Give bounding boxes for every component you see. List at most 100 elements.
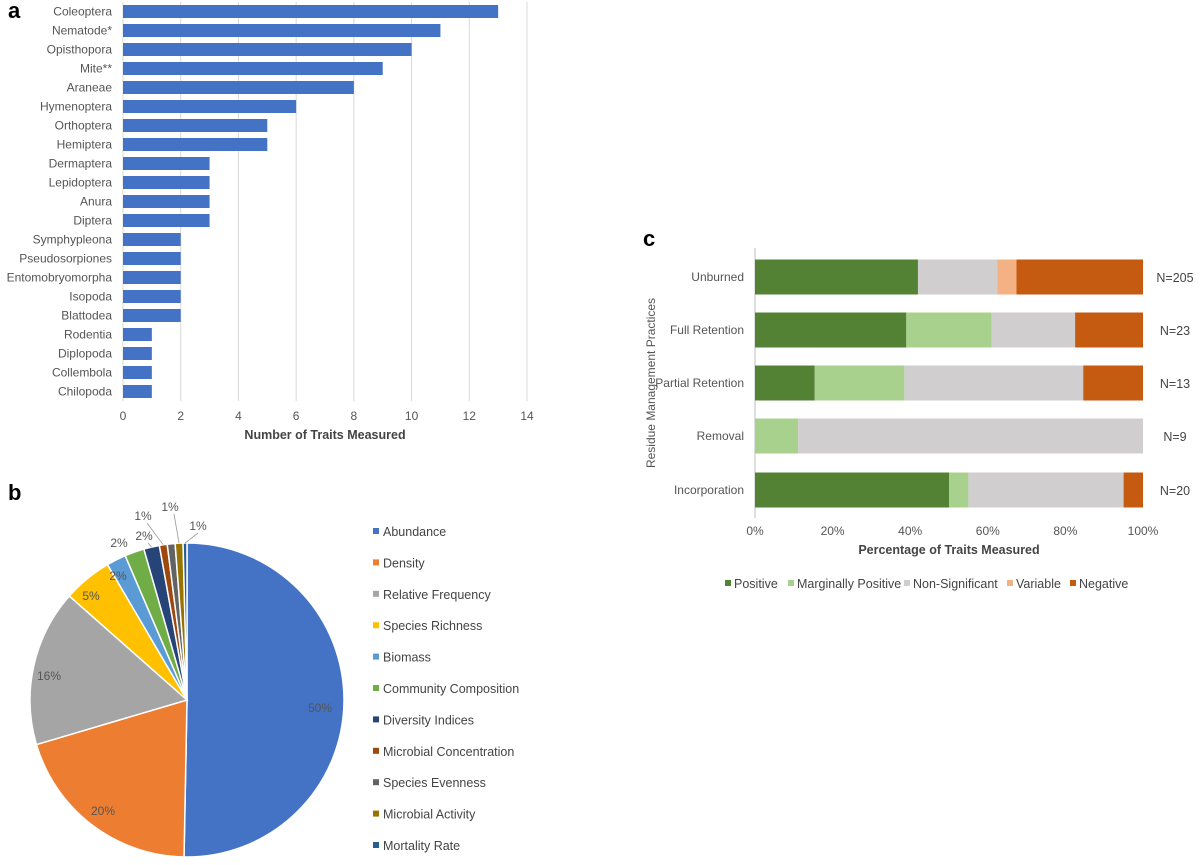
legend-item-community-composition: Community Composition xyxy=(383,682,519,696)
panel-c-segment-incorporation-negative xyxy=(1123,472,1143,508)
panel-c-segment-full-retention-negative xyxy=(1075,312,1143,348)
panel-c-x-tick-label: 80% xyxy=(1053,524,1077,538)
panel-c-segment-unburned-variable xyxy=(997,259,1017,295)
panel-a-category-label: Araneae xyxy=(67,81,113,95)
panel-a-category-label: Diptera xyxy=(73,214,112,228)
pie-percent-label: 5% xyxy=(82,589,100,603)
panel-a-category-label: Coleoptera xyxy=(53,5,112,19)
panel-c-legend-swatch xyxy=(788,580,794,586)
legend-item-diversity-indices: Diversity Indices xyxy=(383,713,474,727)
pie-slice-density xyxy=(35,698,188,858)
pie-percent-label: 2% xyxy=(135,529,153,543)
panel-a-category-label: Rodentia xyxy=(64,328,112,342)
panel-letter-a: a xyxy=(8,0,21,23)
panel-a-bar-dermaptera xyxy=(123,157,210,170)
panel-a-category-label: Hymenoptera xyxy=(40,100,112,114)
panel-a-bar-chilopoda xyxy=(123,385,152,398)
panel-c-category-label: Partial Retention xyxy=(655,376,744,390)
panel-c-legend-negative: Negative xyxy=(1079,577,1128,591)
panel-c-segment-incorporation-non-significant xyxy=(968,472,1124,508)
panel-c-segment-incorporation-positive xyxy=(755,472,949,508)
panel-a-category-label: Entomobryomorpha xyxy=(7,271,113,285)
pie-leader-line xyxy=(173,513,180,544)
pie-percent-label: 50% xyxy=(308,701,332,715)
panel-a-bar-entomobryomorpha xyxy=(123,271,181,284)
panel-a-category-label: Hemiptera xyxy=(57,138,113,152)
panel-a-bar-blattodea xyxy=(123,309,181,322)
legend-swatch xyxy=(373,590,379,597)
panel-c-x-tick-label: 40% xyxy=(898,524,922,538)
pie-percent-label: 2% xyxy=(110,536,128,550)
panel-a-bar-coleoptera xyxy=(123,5,499,18)
panel-c-n-label: N=23 xyxy=(1160,324,1190,338)
panel-a-bar-nematode xyxy=(123,24,441,37)
panel-c-n-label: N=9 xyxy=(1163,430,1186,444)
legend-swatch xyxy=(373,528,379,534)
panel-letter-c: c xyxy=(643,226,655,251)
legend-swatch xyxy=(373,779,379,786)
panel-letter-b: b xyxy=(8,480,21,505)
panel-a-x-tick-label: 10 xyxy=(405,409,419,423)
panel-c-segment-full-retention-marginally-positive xyxy=(906,312,992,348)
panel-c-legend-swatch xyxy=(725,580,731,586)
panel-c-x-tick-label: 100% xyxy=(1128,524,1159,538)
pie-slice-abundance xyxy=(183,542,345,858)
legend-item-species-richness: Species Richness xyxy=(383,619,482,633)
panel-a-bar-hemiptera xyxy=(123,138,268,151)
legend-swatch xyxy=(373,559,379,566)
pie-percent-label: 1% xyxy=(134,509,152,523)
panel-a-x-tick-label: 4 xyxy=(235,409,242,423)
panel-a-bar-rodentia xyxy=(123,328,152,341)
panel-c-segment-unburned-positive xyxy=(755,259,918,295)
legend-swatch xyxy=(373,810,379,817)
panel-c-n-label: N=205 xyxy=(1156,271,1193,285)
pie-leader-line xyxy=(184,532,199,544)
panel-a-bar-anura xyxy=(123,195,210,208)
legend-item-microbial-concentration: Microbial Concentration xyxy=(383,745,514,759)
legend-item-mortality-rate: Mortality Rate xyxy=(383,839,460,853)
panel-a-bar-araneae xyxy=(123,81,354,94)
panel-c-segment-unburned-negative xyxy=(1016,259,1143,295)
panel-c-legend-non-significant: Non-Significant xyxy=(913,577,998,591)
pie-percent-label: 20% xyxy=(91,804,115,818)
panel-a-x-axis-title: Number of Traits Measured xyxy=(244,428,405,442)
panel-a-category-label: Pseudosorpiones xyxy=(19,252,112,266)
panel-a-category-label: Dermaptera xyxy=(49,157,113,171)
panel-a-category-label: Collembola xyxy=(52,366,112,380)
pie-percent-label: 2% xyxy=(109,569,127,583)
panel-c-legend-swatch xyxy=(1007,580,1013,586)
panel-a-x-tick-label: 2 xyxy=(177,409,184,423)
panel-a-bar-opisthopora xyxy=(123,43,412,56)
panel-a-category-label: Isopoda xyxy=(69,290,112,304)
panel-c-segment-partial-retention-non-significant xyxy=(904,365,1084,401)
panel-c-legend-variable: Variable xyxy=(1016,577,1061,591)
panel-c-category-label: Unburned xyxy=(691,270,744,284)
pie-percent-label: 16% xyxy=(37,669,61,683)
pie-percent-label: 1% xyxy=(161,500,179,514)
panel-c-segment-incorporation-marginally-positive xyxy=(949,472,969,508)
panel-a-bar-orthoptera xyxy=(123,119,268,132)
panel-a-bar-diptera xyxy=(123,214,210,227)
panel-c-legend-swatch xyxy=(1070,580,1076,586)
legend-swatch xyxy=(373,685,379,691)
panel-c-y-axis-title: Residue Management Practices xyxy=(644,298,658,468)
panel-a-category-label: Blattodea xyxy=(61,309,112,323)
panel-c-legend-marginally-positive: Marginally Positive xyxy=(797,577,901,591)
panel-a: a ColeopteraNematode*OpisthoporaMite**Ar… xyxy=(7,0,534,442)
pie-percent-label: 1% xyxy=(189,519,207,533)
legend-item-relative-frequency: Relative Frequency xyxy=(383,588,491,602)
panel-a-category-label: Orthoptera xyxy=(55,119,113,133)
pie-slice-relative-frequency xyxy=(29,594,189,746)
legend-swatch xyxy=(373,622,379,629)
panel-c-x-tick-label: 60% xyxy=(976,524,1000,538)
panel-a-bar-diplopoda xyxy=(123,347,152,360)
legend-item-biomass: Biomass xyxy=(383,651,431,665)
panel-a-category-label: Opisthopora xyxy=(47,43,113,57)
legend-item-microbial-activity: Microbial Activity xyxy=(383,808,476,822)
pie-leader-line xyxy=(146,522,164,546)
panel-a-x-tick-label: 0 xyxy=(120,409,127,423)
panel-a-category-label: Nematode* xyxy=(52,24,112,38)
panel-c-category-label: Removal xyxy=(697,429,744,443)
